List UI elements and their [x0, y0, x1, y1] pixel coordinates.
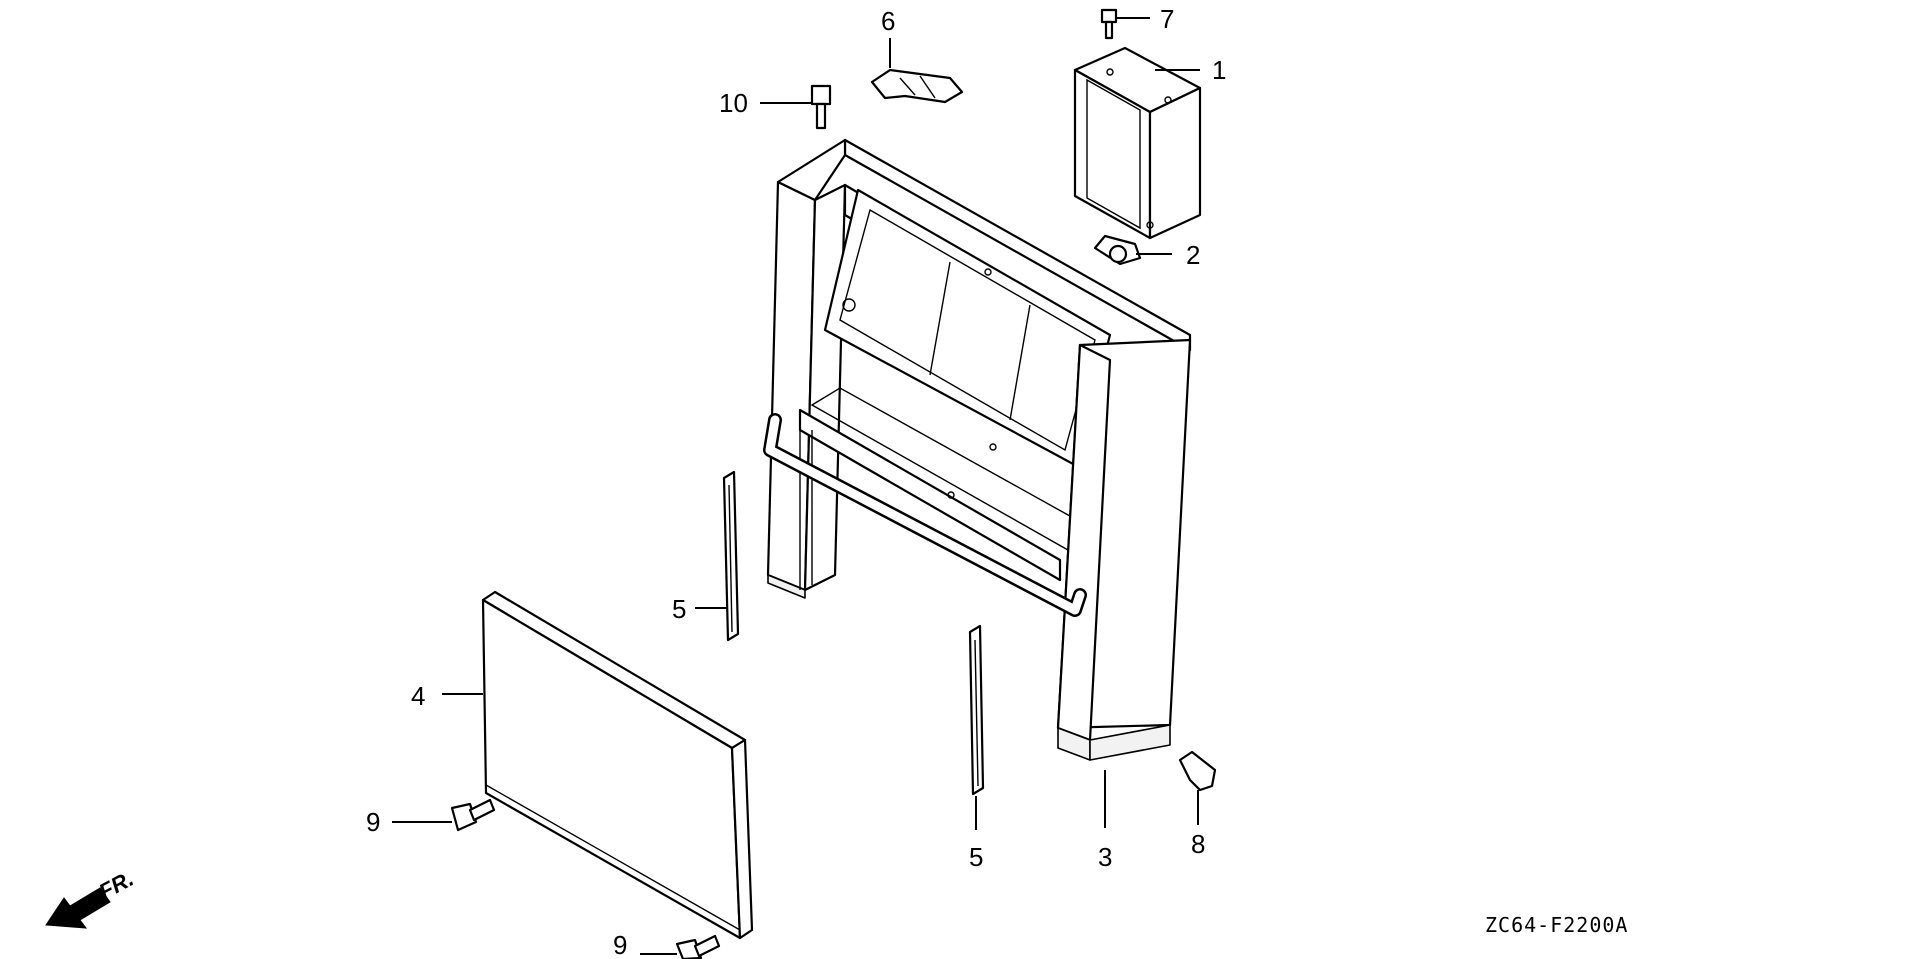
diagram-code: ZC64-F2200A [1485, 913, 1628, 937]
label-part-9-upper: 9 [366, 807, 380, 837]
screw-part-7[interactable] [1100, 8, 1118, 40]
label-part-10: 10 [719, 88, 748, 118]
bolt-part-9-upper[interactable] [450, 798, 496, 832]
label-part-8: 8 [1191, 829, 1205, 859]
label-part-2: 2 [1186, 240, 1200, 270]
strip-part-5-lower[interactable] [968, 624, 985, 796]
label-part-4: 4 [411, 681, 425, 711]
clip-part-2[interactable] [1093, 234, 1142, 266]
bolt-part-10[interactable] [810, 84, 832, 130]
label-part-5-upper: 5 [672, 594, 686, 624]
strip-part-5-upper[interactable] [722, 470, 740, 642]
label-part-9-lower: 9 [613, 930, 627, 959]
label-part-5-lower: 5 [969, 842, 983, 872]
bolt-part-9-lower[interactable] [675, 934, 721, 959]
front-direction-arrow-icon [45, 887, 111, 929]
panel-part-4[interactable] [481, 590, 754, 940]
label-part-1: 1 [1212, 55, 1226, 85]
bracket-part-6[interactable] [870, 68, 964, 104]
frame-part-3[interactable] [763, 138, 1192, 761]
bolt-part-8[interactable] [1178, 750, 1217, 792]
cover-box-part-1[interactable] [1073, 46, 1202, 240]
label-part-7: 7 [1160, 4, 1174, 34]
label-part-6: 6 [881, 6, 895, 36]
label-part-3: 3 [1098, 842, 1112, 872]
